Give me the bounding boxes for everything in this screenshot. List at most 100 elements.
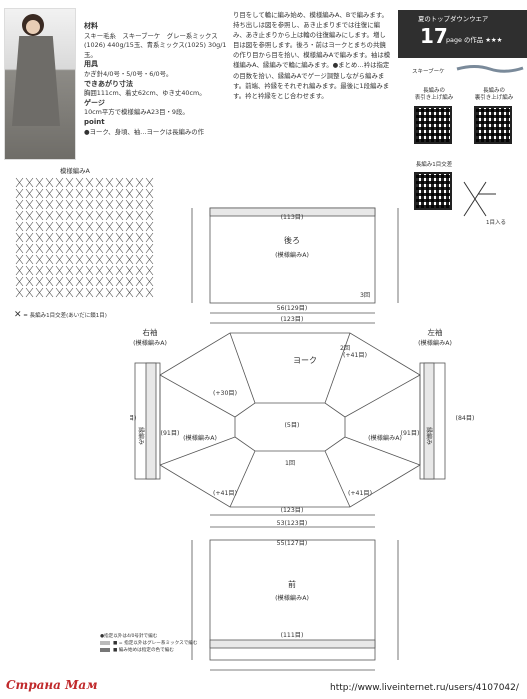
stitch-symbol <box>125 188 134 199</box>
dim-yoke-increase-1: (+41目) <box>343 352 367 359</box>
stitch-symbol <box>75 188 84 199</box>
materials-yarn: スキー毛糸 スキーブーケ グレー系ミックス(1026) 440g/15玉、青系ミ… <box>84 31 227 59</box>
qr-code-cross[interactable] <box>414 172 452 210</box>
dim-back-width: 56(129目) <box>277 305 308 312</box>
back-label: 後ろ <box>284 235 300 245</box>
stitch-symbol <box>145 287 154 298</box>
stitch-symbol <box>25 177 34 188</box>
back-rows-label: 3回 <box>360 292 370 299</box>
stitch-symbol <box>145 265 154 276</box>
stitch-symbol <box>55 254 64 265</box>
stitch-symbol <box>125 265 134 276</box>
stitch-symbol <box>65 232 74 243</box>
stitch-symbol <box>15 254 24 265</box>
stitch-symbol <box>95 232 104 243</box>
stitch-symbol <box>25 276 34 287</box>
yoke-rows-label: 2回 <box>340 345 350 352</box>
stitch-symbol <box>115 221 124 232</box>
stitch-symbol <box>55 188 64 199</box>
stitch-symbol <box>105 188 114 199</box>
stitch-symbol <box>125 243 134 254</box>
stitch-symbol <box>65 221 74 232</box>
stitch-symbol <box>55 243 64 254</box>
stitch-symbol <box>75 243 84 254</box>
stitch-symbol <box>35 177 44 188</box>
yoke-outline <box>159 332 421 508</box>
left-edging-label: 縁編み <box>425 427 433 445</box>
stitch-symbol <box>105 221 114 232</box>
qr-code-front-post[interactable] <box>414 106 452 144</box>
stitch-symbol <box>145 199 154 210</box>
stitch-symbol <box>45 188 54 199</box>
size-text: 胸囲111cm、着丈62cm、ゆき丈40cm。 <box>84 89 206 98</box>
back-sub-label: (模様編みA) <box>275 251 309 259</box>
dark-swatch <box>100 647 110 652</box>
stitch-symbol <box>65 243 74 254</box>
stitch-symbol <box>135 188 144 199</box>
stitch-legend: ✕ = 長編み1目交差(あいだに鎖1目) <box>14 310 107 320</box>
stitch-symbol <box>15 243 24 254</box>
point-title: point <box>84 117 105 126</box>
cross-symbol-icon: ✕ <box>14 310 22 320</box>
stitch-symbol <box>145 254 154 265</box>
stitch-symbol <box>135 232 144 243</box>
stitch-symbol <box>65 210 74 221</box>
garment-schematic: 後ろ (模様編みA) 3回 (113目) 56(129目) (123目) ヨーク… <box>130 207 474 671</box>
materials-section: 材料 スキー毛糸 スキーブーケ グレー系ミックス(1026) 440g/15玉、… <box>84 22 229 137</box>
stitch-symbol <box>15 210 24 221</box>
dim-back-top: (113目) <box>281 214 304 221</box>
stitch-symbol <box>95 276 104 287</box>
footnote-1: ●指定以外は4/0号針で編む <box>100 634 158 639</box>
stitch-symbol <box>105 276 114 287</box>
model-garment <box>12 36 60 126</box>
stitch-symbol <box>85 287 94 298</box>
stitch-symbol <box>35 254 44 265</box>
stitch-symbol <box>85 243 94 254</box>
stitch-symbol <box>35 265 44 276</box>
stitch-chart <box>15 177 154 298</box>
stitch-symbol <box>15 287 24 298</box>
qr-note: 1目入る <box>486 219 506 226</box>
stitch-symbol <box>115 243 124 254</box>
stitch-symbol <box>95 199 104 210</box>
qr-code-back-post[interactable] <box>474 106 512 144</box>
front-edging <box>209 639 376 649</box>
stitch-symbol <box>145 232 154 243</box>
yarn-sample <box>456 65 524 73</box>
stitch-symbol <box>115 265 124 276</box>
stitch-symbol <box>95 221 104 232</box>
stitch-symbol <box>45 276 54 287</box>
stitch-symbol <box>15 232 24 243</box>
left-sleeve-label: 左袖 <box>428 327 443 337</box>
stitch-symbol <box>115 232 124 243</box>
stitch-symbol <box>45 199 54 210</box>
dim-left-sleeve: (91目) <box>401 430 420 437</box>
stitch-symbol <box>35 243 44 254</box>
dim-right-sleeve-outer: (84目) <box>130 415 136 422</box>
cross-stitch-symbol: 1目入る <box>463 181 506 226</box>
stitch-symbol <box>45 287 54 298</box>
source-url[interactable]: http://www.liveinternet.ru/users/4107042… <box>330 683 519 693</box>
yarn-label: スキーブーケ <box>412 69 445 75</box>
right-edging-label: 縁編み <box>137 427 145 445</box>
stitch-symbol <box>135 210 144 221</box>
stitch-symbol <box>75 276 84 287</box>
stitch-symbol <box>15 188 24 199</box>
pattern-banner: 夏のトップダウンウエア 17 page の作品 ★★★ <box>398 10 527 58</box>
stitch-symbol <box>95 210 104 221</box>
stitch-symbol <box>145 210 154 221</box>
tools-text: かぎ針4/0号・5/0号・6/0号。 <box>84 69 173 78</box>
stitch-symbol <box>115 188 124 199</box>
left-sleeve-edging <box>423 362 435 480</box>
stitch-legend-text: = 長編み1目交差(あいだに鎖1目) <box>23 313 107 319</box>
yoke-pattern-left: (模様編みA) <box>183 434 217 442</box>
stitch-symbol <box>25 254 34 265</box>
instructions-text: り目をして輪に編み始め、模様編みA、Bで編みます。持ち出しは図を参照し、あき止ま… <box>233 11 391 100</box>
stitch-symbol <box>65 287 74 298</box>
gray-swatch <box>100 640 110 645</box>
dim-right-sleeve: (91目) <box>161 430 180 437</box>
banner-page-label: page の作品 ★★★ <box>446 36 503 44</box>
stitch-symbol <box>15 265 24 276</box>
stitch-symbol <box>65 199 74 210</box>
qr-label-back-post: 長編みの 裏引き上げ編み <box>474 88 514 101</box>
